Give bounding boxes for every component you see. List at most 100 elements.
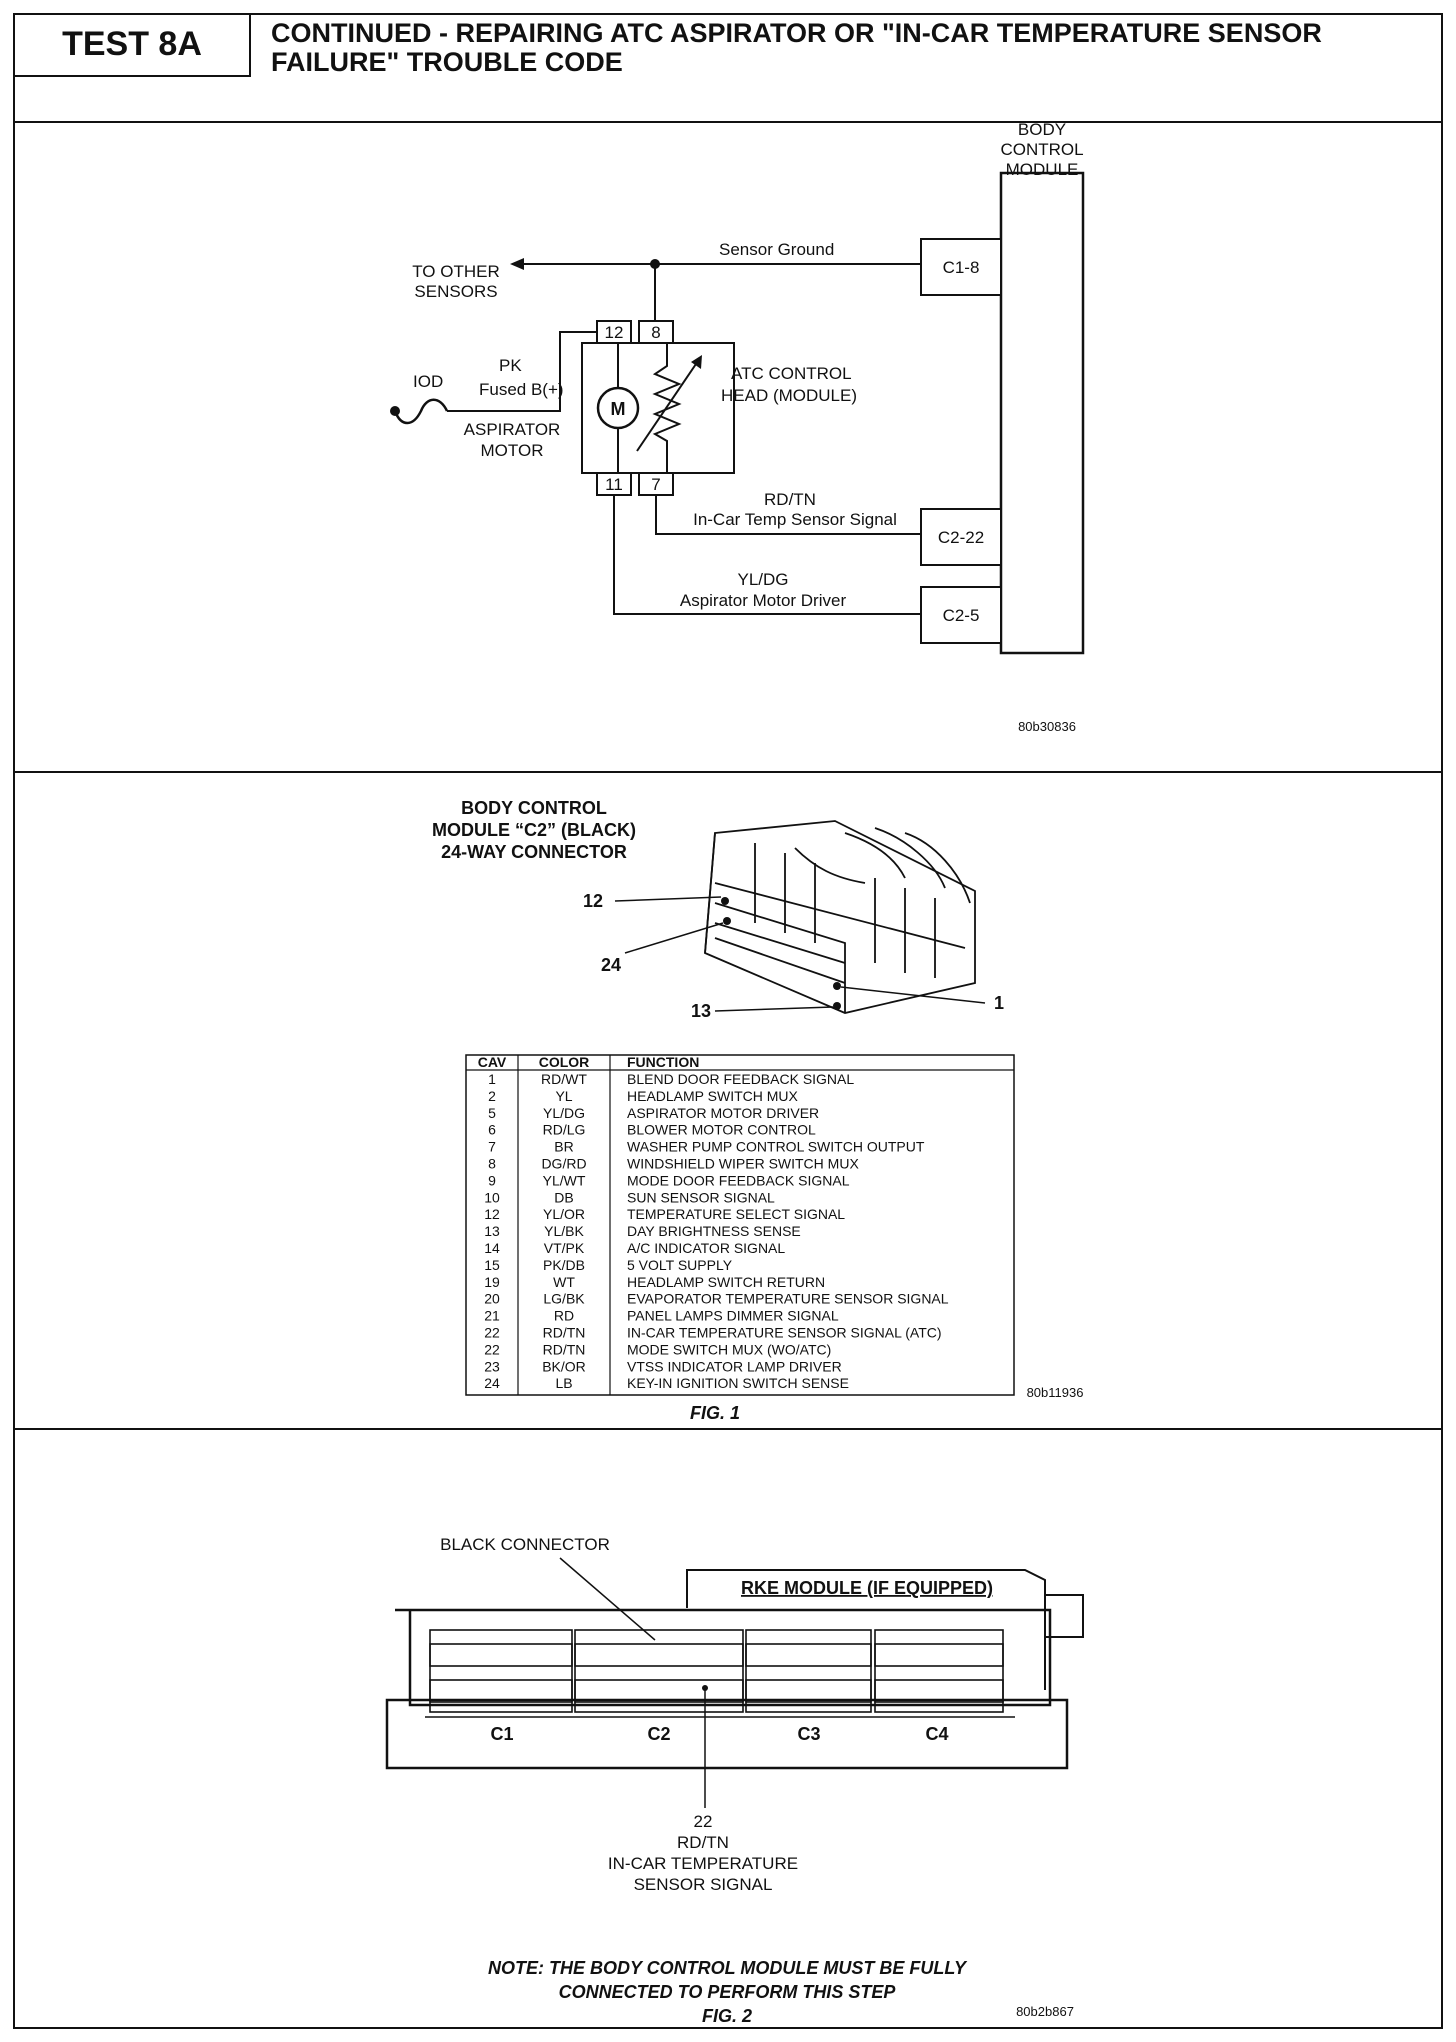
table-cell-cav: 2 — [488, 1088, 496, 1104]
pin-c2-22: C2-22 — [938, 528, 984, 547]
figure-ref-2: 80b11936 — [1027, 1385, 1084, 1400]
callout-line-4: SENSOR SIGNAL — [634, 1875, 773, 1894]
table-cell-color: YL/WT — [543, 1172, 586, 1188]
wiring-diagram: BODY CONTROL MODULE C1-8 C2-22 C2-5 Sens… — [390, 121, 1085, 734]
table-cell-cav: 21 — [484, 1308, 500, 1324]
table-cell-cav: 15 — [484, 1257, 500, 1273]
pin-13-dot — [833, 1002, 841, 1010]
table-cell-color: DB — [554, 1189, 573, 1205]
rke-plug — [1044, 1594, 1084, 1638]
table-cell-color: DG/RD — [541, 1156, 586, 1172]
connector-title-2: MODULE “C2” (BLACK) — [432, 820, 636, 840]
connector-figure: BODY CONTROL MODULE “C2” (BLACK) 24-WAY … — [432, 798, 1084, 1423]
table-cell-color: YL — [555, 1088, 572, 1104]
table-cell-function: EVAPORATOR TEMPERATURE SENSOR SIGNAL — [627, 1291, 949, 1307]
table-cell-color: RD — [554, 1308, 574, 1324]
connector-c1: C1 — [490, 1724, 513, 1744]
fused-b-label: Fused B(+) — [479, 380, 564, 399]
wiring-diagram-section: BODY CONTROL MODULE C1-8 C2-22 C2-5 Sens… — [15, 121, 1441, 773]
pin-c2-5: C2-5 — [943, 606, 980, 625]
table-cell-color: RD/WT — [541, 1071, 587, 1087]
test-label: TEST 8A — [15, 15, 251, 77]
table-cell-cav: 8 — [488, 1156, 496, 1172]
table-cell-color: LG/BK — [543, 1291, 585, 1307]
table-cell-function: IN-CAR TEMPERATURE SENSOR SIGNAL (ATC) — [627, 1325, 942, 1341]
rd-tn-label: RD/TN — [764, 490, 816, 509]
table-cell-function: BLOWER MOTOR CONTROL — [627, 1122, 816, 1138]
pin-label-12: 12 — [583, 891, 603, 911]
pin-label-24: 24 — [601, 955, 621, 975]
connector-c4: C4 — [925, 1724, 948, 1744]
table-cell-cav: 6 — [488, 1122, 496, 1138]
aspirator-motor-label-1: ASPIRATOR — [464, 420, 561, 439]
table-cell-function: KEY-IN IGNITION SWITCH SENSE — [627, 1375, 849, 1391]
table-cell-function: MODE SWITCH MUX (WO/ATC) — [627, 1341, 831, 1357]
note-line-2: CONNECTED TO PERFORM THIS STEP — [559, 1982, 897, 2002]
callout-line-3: IN-CAR TEMPERATURE — [608, 1854, 798, 1873]
table-cell-color: YL/BK — [544, 1223, 584, 1239]
table-cell-function: BLEND DOOR FEEDBACK SIGNAL — [627, 1071, 854, 1087]
bcm-housing — [395, 1608, 1052, 1707]
pin-label-13: 13 — [691, 1001, 711, 1021]
aspirator-motor-label-2: MOTOR — [481, 441, 544, 460]
term-8: 8 — [651, 323, 660, 342]
table-cell-function: WINDSHIELD WIPER SWITCH MUX — [627, 1156, 859, 1172]
table-header-cav: CAV — [478, 1054, 507, 1070]
bcm-label-1: BODY — [1018, 121, 1066, 139]
connector-c3: C3 — [797, 1724, 820, 1744]
table-cell-cav: 22 — [484, 1325, 500, 1341]
bcm-base — [385, 1698, 1069, 1770]
table-cell-cav: 22 — [484, 1341, 500, 1357]
sensor-ground-label: Sensor Ground — [719, 240, 834, 259]
aspirator-driver-label: Aspirator Motor Driver — [680, 591, 847, 610]
callout-line-2: RD/TN — [677, 1833, 729, 1852]
iod-label: IOD — [413, 372, 443, 391]
in-car-signal-label: In-Car Temp Sensor Signal — [693, 510, 897, 529]
fused-b-wire — [447, 331, 597, 412]
module-figure: BLACK CONNECTOR RKE MODULE (IF EQUIPPED) — [385, 1535, 1084, 2026]
table-cell-cav: 9 — [488, 1172, 496, 1188]
table-cell-function: ASPIRATOR MOTOR DRIVER — [627, 1105, 819, 1121]
table-cell-cav: 19 — [484, 1274, 500, 1290]
table-cell-color: LB — [555, 1375, 572, 1391]
table-cell-function: VTSS INDICATOR LAMP DRIVER — [627, 1358, 842, 1374]
term-8-box — [638, 320, 674, 344]
figure-ref-1: 80b30836 — [1018, 719, 1076, 734]
table-cell-color: PK/DB — [543, 1257, 585, 1273]
table-cell-function: PANEL LAMPS DIMMER SIGNAL — [627, 1308, 839, 1324]
table-cell-cav: 13 — [484, 1223, 500, 1239]
table-cell-function: MODE DOOR FEEDBACK SIGNAL — [627, 1172, 850, 1188]
bcm-label-2: CONTROL — [1000, 140, 1083, 159]
term-11: 11 — [605, 475, 623, 494]
table-cell-cav: 5 — [488, 1105, 496, 1121]
connector-title-3: 24-WAY CONNECTOR — [441, 842, 627, 862]
term-12: 12 — [605, 323, 624, 342]
table-cell-color: WT — [553, 1274, 575, 1290]
table-cell-function: DAY BRIGHTNESS SENSE — [627, 1223, 801, 1239]
header: TEST 8A CONTINUED - REPAIRING ATC ASPIRA… — [15, 15, 1441, 123]
yl-dg-label: YL/DG — [737, 570, 788, 589]
black-connector-callout — [559, 1557, 656, 1641]
note-line-1: NOTE: THE BODY CONTROL MODULE MUST BE FU… — [488, 1958, 968, 1978]
motor-icon — [596, 386, 640, 430]
pin-label-1: 1 — [994, 993, 1004, 1013]
table-cell-color: BK/OR — [542, 1358, 586, 1374]
table-cell-cav: 23 — [484, 1358, 500, 1374]
term-7: 7 — [651, 475, 660, 494]
table-cell-color: VT/PK — [544, 1240, 585, 1256]
connector-c2: C2 — [647, 1724, 670, 1744]
black-connector-label: BLACK CONNECTOR — [440, 1535, 610, 1554]
arrow-left-icon — [510, 258, 524, 270]
connector-drawing — [704, 820, 976, 1014]
callout-24 — [624, 922, 724, 954]
arrow-up-icon — [691, 355, 702, 369]
fuse-terminal — [390, 406, 400, 416]
atc-head-label-2: HEAD (MODULE) — [721, 386, 857, 405]
connector-section: BODY CONTROL MODULE “C2” (BLACK) 24-WAY … — [15, 773, 1441, 1430]
module-section: BLACK CONNECTOR RKE MODULE (IF EQUIPPED) — [15, 1430, 1441, 2027]
cavity-table — [465, 1054, 1015, 1396]
table-cell-function: 5 VOLT SUPPLY — [627, 1257, 733, 1273]
pin-1-dot — [833, 982, 841, 990]
table-cell-color: BR — [554, 1139, 573, 1155]
aspirator-driver-wire — [613, 495, 921, 615]
